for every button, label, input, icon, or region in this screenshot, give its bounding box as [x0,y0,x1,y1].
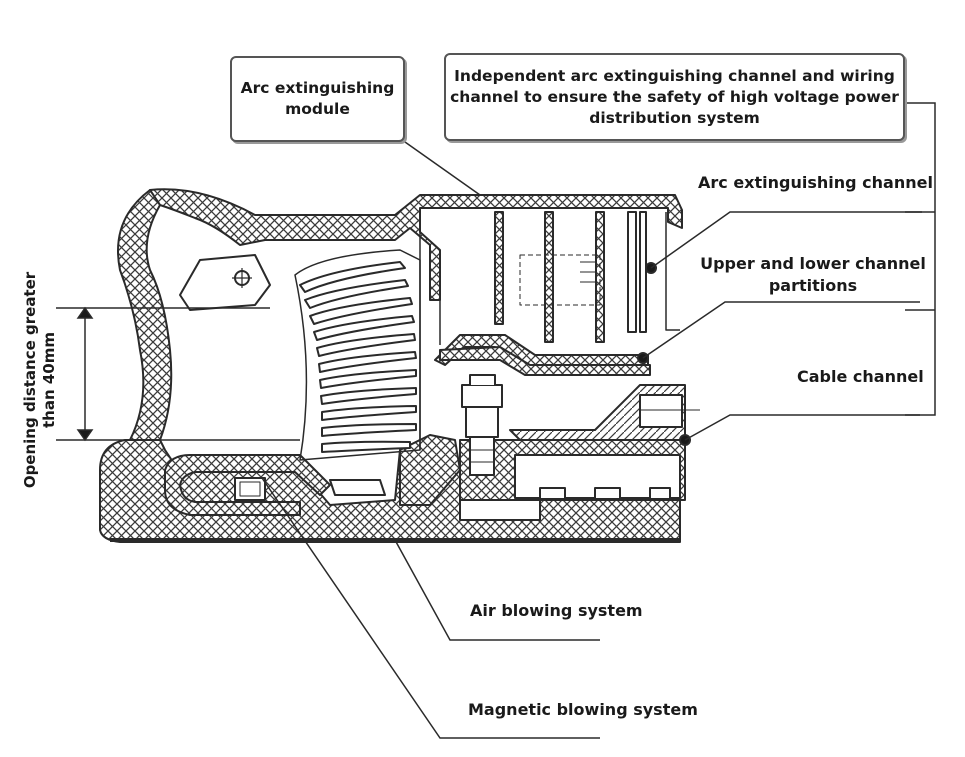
label-air-blowing: Air blowing system [470,601,643,620]
label-opening-line1: Opening distance greater [21,271,39,489]
fixed-contact [399,434,461,506]
callout-independent-channel: Independent arc extinguishing channel an… [444,53,905,141]
hood-wall [149,188,683,301]
callout-arc-module-line1: Arc extinguishing [240,79,395,97]
terminal-bolt [461,374,503,476]
label-partitions-line1: Upper and lower channel [700,254,926,273]
callout-independent-line1: Independent arc extinguishing channel an… [454,66,895,85]
opening-distance-dimension [56,306,300,442]
callout-independent-line3: distribution system [589,108,760,127]
label-arc-channel: Arc extinguishing channel [698,173,933,192]
label-magnetic-blowing: Magnetic blowing system [468,700,698,719]
leader-lines [261,102,936,739]
contact-lever [179,254,271,311]
label-partitions-line2: partitions [768,276,858,295]
arc-chute-plates [299,261,417,453]
callout-independent-line2: channel to ensure the safety of high vol… [450,87,899,106]
magnetic-coil [164,454,331,516]
label-cable-channel: Cable channel [797,367,924,386]
callout-arc-module-line2: module [285,100,350,118]
moving-arm [117,189,173,441]
label-partitions: Upper and lower channel partitions [700,253,926,297]
callout-arc-module: Arc extinguishing module [230,56,405,142]
label-opening-line2: than 40mm [40,331,58,429]
arc-channel-plates [494,211,680,343]
arc-chute-frame [294,249,421,461]
